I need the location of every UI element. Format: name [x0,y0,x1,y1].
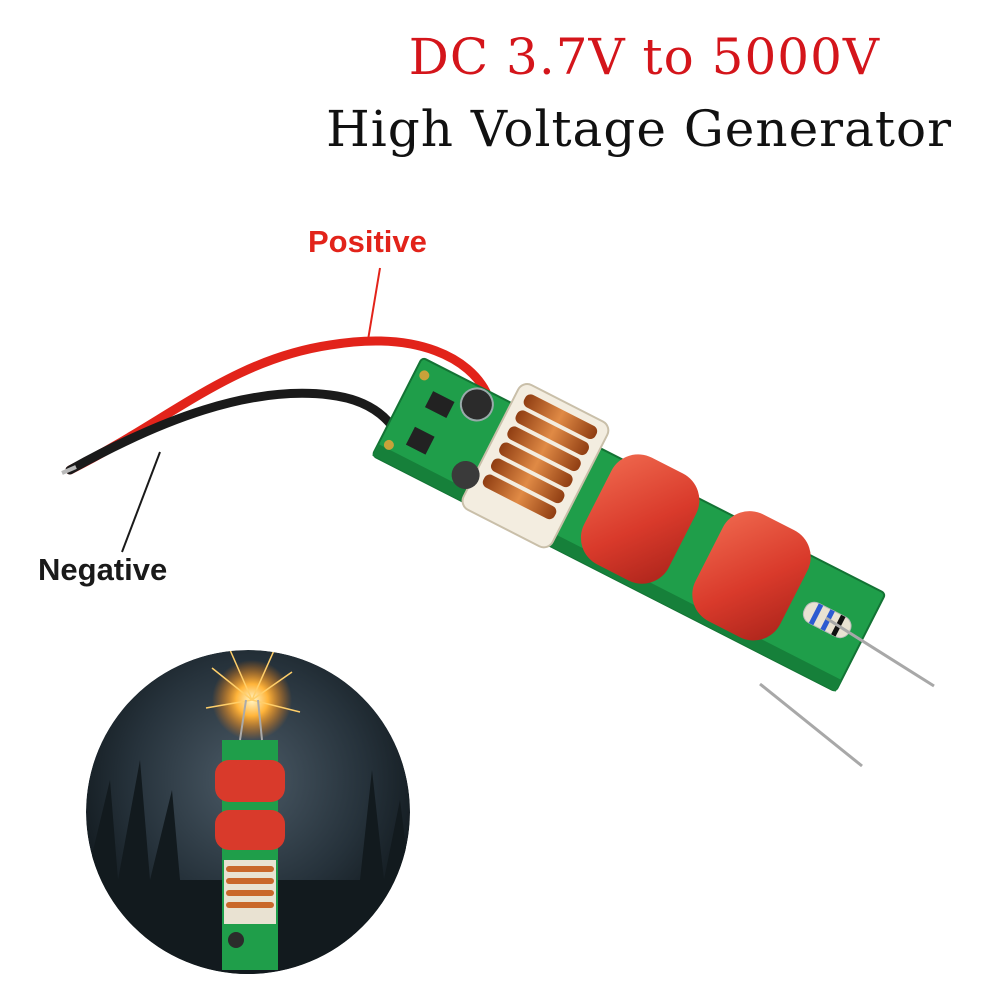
electrolytic-capacitor [459,387,494,422]
negative-label: Negative [38,552,168,587]
ic-chip [424,391,455,419]
output-lead-1 [825,616,935,688]
inset-photo [86,650,410,974]
negative-pointer-line [121,451,161,553]
film-capacitor-1 [580,454,700,584]
inset-module [215,699,285,970]
film-capacitor-2 [692,511,811,641]
negative-wire [65,388,415,475]
positive-label: Positive [308,224,427,259]
title-line-1: DC 3.7V to 5000V [408,28,880,86]
pcb-module [372,357,886,692]
output-lead-2 [759,682,863,768]
solder-pad-positive [419,370,430,381]
transistor [405,426,435,455]
solder-pad-negative [383,439,394,450]
wire-tip [61,465,77,475]
positive-pointer-line [367,267,381,341]
title-line-2: High Voltage Generator [326,100,952,158]
transformer-coil [482,394,598,520]
ferrite-core [451,460,480,489]
spark-rays [205,650,301,713]
